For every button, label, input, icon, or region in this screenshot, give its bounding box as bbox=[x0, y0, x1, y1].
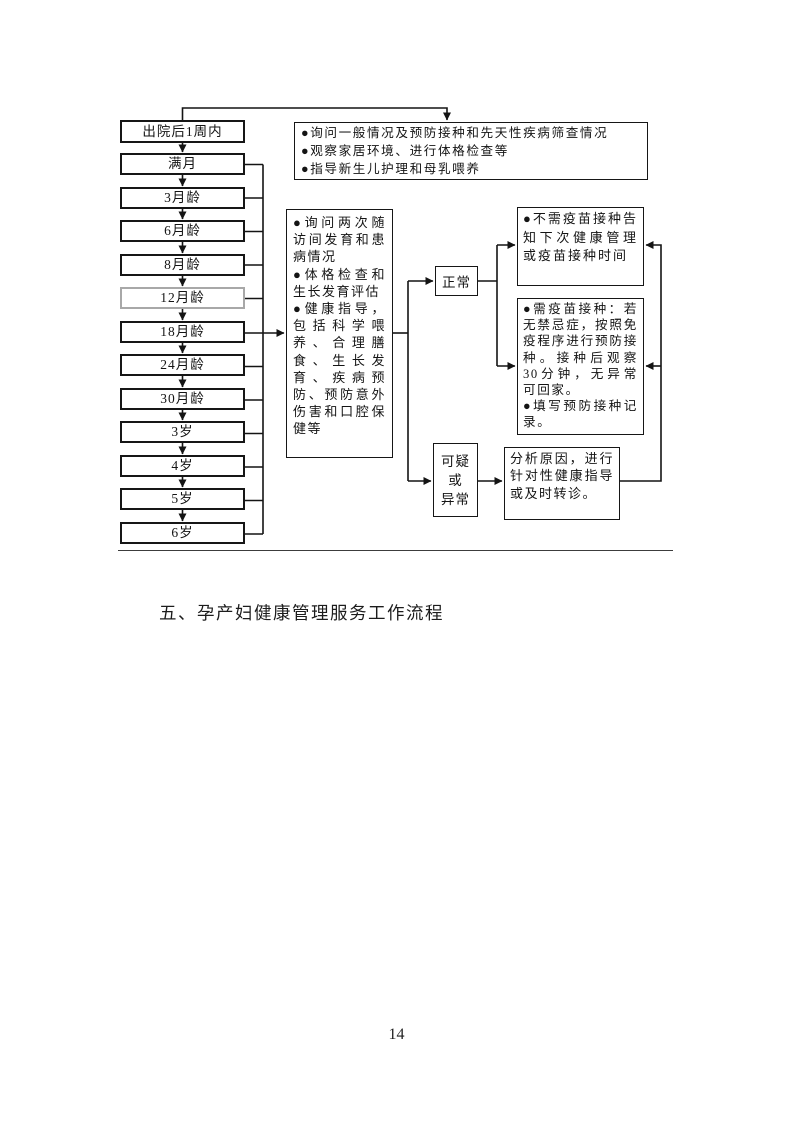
section-divider bbox=[118, 550, 673, 551]
analysis-referral-text: 分析原因，进行针对性健康指导或及时转诊。 bbox=[510, 451, 614, 501]
timeline-box-12-months: 12月龄 bbox=[120, 287, 245, 309]
suspect-line: 或 bbox=[448, 472, 463, 488]
child-health-flowchart: 出院后1周内 满月 3月龄 6月龄 8月龄 12月龄 18月龄 24月龄 30月… bbox=[120, 107, 662, 544]
timeline-box-18-months: 18月龄 bbox=[120, 321, 245, 343]
timeline-box-3-months: 3月龄 bbox=[120, 187, 245, 209]
timeline-box-30-months: 30月龄 bbox=[120, 388, 245, 410]
suspect-abnormal-box: 可疑 或 异常 bbox=[433, 443, 478, 517]
newborn-visit-item: ●指导新生儿护理和母乳喂养 bbox=[301, 162, 481, 177]
vaccine-box: ●需疫苗接种：若无禁忌症，按照免疫程序进行预防接种。接种后观察30分钟，无异常可… bbox=[517, 298, 644, 435]
suspect-line: 异常 bbox=[441, 491, 470, 507]
timeline-box-4-years: 4岁 bbox=[120, 455, 245, 477]
section-heading: 五、孕产妇健康管理服务工作流程 bbox=[159, 603, 444, 623]
no-vaccine-box: ●不需疫苗接种告知下次健康管理或疫苗接种时间 bbox=[517, 207, 644, 286]
timeline-box-5-years: 5岁 bbox=[120, 488, 245, 510]
timeline-box-6-years: 6岁 bbox=[120, 522, 245, 544]
timeline-label: 6月龄 bbox=[164, 223, 201, 239]
timeline-box-full-month: 满月 bbox=[120, 153, 245, 175]
timeline-label: 5岁 bbox=[171, 491, 194, 507]
timeline-box-8-months: 8月龄 bbox=[120, 254, 245, 276]
page-number: 14 bbox=[388, 1026, 405, 1043]
routine-visit-item: ●询问两次随访间发育和患病情况 bbox=[293, 215, 386, 265]
timeline-label: 4岁 bbox=[171, 458, 194, 474]
routine-visit-box: ●询问两次随访间发育和患病情况 ●体格检查和生长发育评估 ●健康指导，包括科学喂… bbox=[286, 209, 393, 458]
timeline-label: 满月 bbox=[168, 156, 197, 172]
suspect-line: 可疑 bbox=[441, 453, 470, 469]
timeline-label: 出院后1周内 bbox=[142, 123, 223, 139]
timeline-label: 8月龄 bbox=[164, 257, 201, 273]
vaccine-item: ●需疫苗接种：若无禁忌症，按照免疫程序进行预防接种。接种后观察30分钟，无异常可… bbox=[523, 302, 638, 398]
timeline-label: 18月龄 bbox=[160, 324, 205, 340]
routine-visit-item: ●健康指导，包括科学喂养、合理膳食、生长发育、疾病预防、预防意外伤害和口腔保健等 bbox=[293, 301, 386, 437]
no-vaccine-text: ●不需疫苗接种告知下次健康管理或疫苗接种时间 bbox=[523, 211, 638, 264]
timeline-box-3-years: 3岁 bbox=[120, 421, 245, 443]
analysis-referral-box: 分析原因，进行针对性健康指导或及时转诊。 bbox=[504, 447, 620, 520]
newborn-visit-item: ●观察家居环境、进行体格检查等 bbox=[301, 144, 509, 159]
timeline-label: 30月龄 bbox=[160, 391, 205, 407]
routine-visit-item: ●体格检查和生长发育评估 bbox=[293, 266, 386, 299]
timeline-label: 6岁 bbox=[171, 525, 194, 541]
timeline-label: 24月龄 bbox=[160, 357, 205, 373]
timeline-box-24-months: 24月龄 bbox=[120, 354, 245, 376]
timeline-box-6-months: 6月龄 bbox=[120, 220, 245, 242]
timeline-box-discharge-week: 出院后1周内 bbox=[120, 120, 245, 143]
vaccine-item: ●填写预防接种记录。 bbox=[523, 399, 638, 430]
normal-result-box: 正常 bbox=[435, 266, 478, 296]
newborn-visit-item: ●询问一般情况及预防接种和先天性疾病筛查情况 bbox=[301, 126, 609, 140]
normal-result-label: 正常 bbox=[442, 275, 471, 290]
timeline-label: 3月龄 bbox=[164, 190, 201, 206]
timeline-label: 12月龄 bbox=[160, 290, 205, 306]
newborn-visit-box: ●询问一般情况及预防接种和先天性疾病筛查情况 ●观察家居环境、进行体格检查等 ●… bbox=[294, 122, 648, 180]
timeline-label: 3岁 bbox=[171, 424, 194, 440]
flowchart-connectors bbox=[178, 107, 662, 535]
